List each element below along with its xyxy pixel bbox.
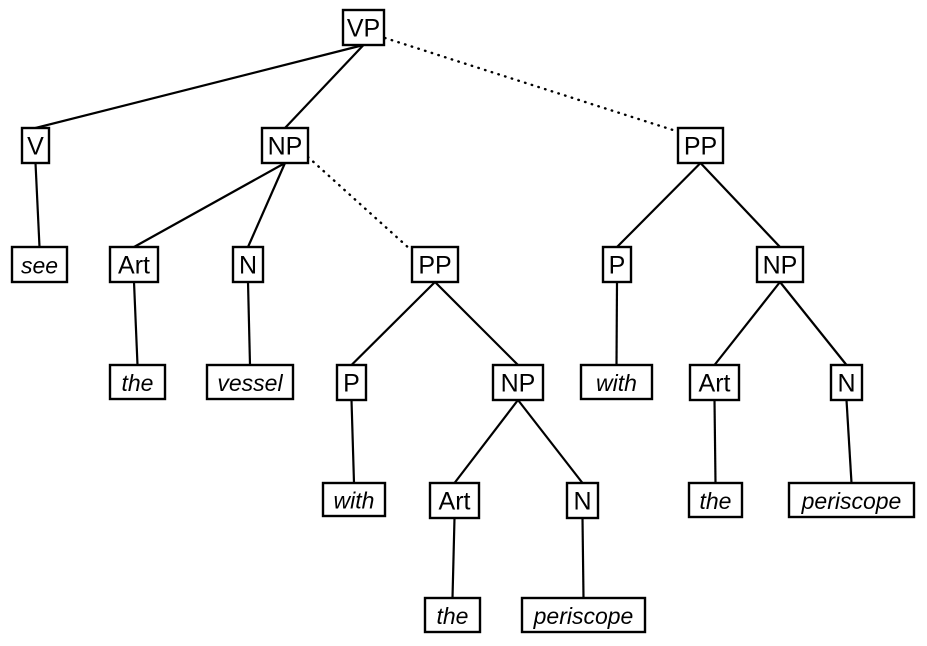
- node-box-the_r: [687, 481, 744, 519]
- category-node-n_m[interactable]: N: [565, 481, 600, 520]
- tree-edge-n_r-to-periscope_r: [845, 399, 853, 484]
- leaf-node-with_m[interactable]: with: [321, 481, 387, 518]
- tree-edge-np1-to-n1: [246, 162, 287, 248]
- tree-edge-pp_mid-to-np_mid: [434, 281, 519, 366]
- node-label-np_mid: NP: [501, 370, 536, 398]
- node-box-see: [10, 245, 69, 284]
- node-label-see: see: [21, 253, 58, 279]
- category-node-np_right[interactable]: NP: [755, 245, 805, 284]
- node-box-vessel: [205, 363, 295, 401]
- tree-edge-np_mid-to-art_m: [453, 399, 519, 484]
- node-label-n1: N: [239, 252, 257, 280]
- node-box-with_m: [321, 481, 387, 518]
- node-label-periscope_m: periscope: [533, 603, 634, 629]
- tree-edge-pp_mid-to-p_mid: [350, 281, 436, 366]
- tree-edge-art_m-to-the_m: [451, 517, 456, 599]
- tree-edge-n_m-to-periscope_m: [581, 517, 585, 599]
- node-label-np1: NP: [268, 133, 303, 161]
- category-node-art_m[interactable]: Art: [428, 481, 481, 520]
- node-box-n1: [231, 245, 265, 284]
- node-label-with_m: with: [334, 488, 375, 514]
- node-box-v: [20, 126, 51, 165]
- node-label-np_right: NP: [763, 252, 798, 280]
- node-box-n_m: [565, 481, 600, 520]
- node-label-vessel: vessel: [217, 370, 283, 396]
- edges-layer: [34, 36, 853, 599]
- category-node-pp_mid[interactable]: PP: [410, 245, 460, 284]
- tree-edge-np_right-to-n_r: [779, 281, 848, 366]
- node-label-p_mid: P: [343, 370, 360, 398]
- node-box-n_r: [829, 363, 864, 402]
- tree-edge-pp_right-to-np_right: [699, 162, 781, 248]
- node-label-the_m: the: [437, 603, 469, 629]
- tree-edge-np_right-to-art_r: [713, 281, 781, 366]
- node-label-art_r: Art: [699, 370, 731, 398]
- node-label-with_r: with: [596, 370, 637, 396]
- tree-edge-v-to-see: [34, 162, 41, 248]
- tree-edge-p_mid-to-with_m: [350, 399, 356, 484]
- node-label-v: V: [27, 133, 44, 161]
- tree-edge-p_right-to-with_r: [615, 281, 619, 366]
- node-box-vp: [341, 8, 386, 47]
- leaf-node-periscope_m[interactable]: periscope: [520, 596, 647, 634]
- node-box-np1: [260, 126, 310, 165]
- node-box-with_r: [579, 363, 654, 401]
- leaf-node-the1[interactable]: the: [108, 363, 167, 401]
- node-box-art_r: [688, 363, 741, 402]
- category-node-np_mid[interactable]: NP: [491, 363, 545, 402]
- category-node-p_mid[interactable]: P: [335, 363, 368, 402]
- node-box-pp_mid: [410, 245, 460, 284]
- category-node-np1[interactable]: NP: [260, 126, 310, 165]
- node-box-p_mid: [335, 363, 368, 402]
- node-box-art1: [108, 245, 160, 284]
- tree-edge-n1-to-vessel: [246, 281, 252, 366]
- tree-edge-vp-to-pp_right: [383, 36, 678, 133]
- node-label-the1: the: [122, 370, 154, 396]
- node-box-np_mid: [491, 363, 545, 402]
- leaf-node-see[interactable]: see: [10, 245, 69, 284]
- leaf-node-vessel[interactable]: vessel: [205, 363, 295, 401]
- category-node-n1[interactable]: N: [231, 245, 265, 284]
- node-label-vp: VP: [347, 15, 380, 43]
- node-box-art_m: [428, 481, 481, 520]
- node-label-periscope_r: periscope: [801, 488, 902, 514]
- node-box-periscope_m: [520, 596, 647, 634]
- node-box-the_m: [423, 596, 482, 634]
- node-label-art_m: Art: [439, 488, 471, 516]
- node-box-the1: [108, 363, 167, 401]
- tree-edge-np_mid-to-n_m: [517, 399, 584, 484]
- tree-edge-vp-to-v: [35, 43, 364, 130]
- node-box-np_right: [755, 245, 805, 284]
- tree-edge-vp-to-np1: [284, 44, 365, 129]
- node-label-n_m: N: [573, 488, 591, 516]
- tree-edge-art1-to-the1: [132, 281, 139, 366]
- tree-edge-art_r-to-the_r: [713, 399, 717, 484]
- tree-edge-np1-to-pp_mid: [306, 155, 413, 252]
- leaf-node-the_r[interactable]: the: [687, 481, 744, 519]
- category-node-p_right[interactable]: P: [601, 245, 633, 284]
- tree-edge-np1-to-art1: [133, 162, 286, 248]
- leaf-node-with_r[interactable]: with: [579, 363, 654, 401]
- tree-edge-pp_right-to-p_right: [616, 162, 702, 248]
- node-label-the_r: the: [700, 488, 732, 514]
- category-node-art_r[interactable]: Art: [688, 363, 741, 402]
- category-node-vp[interactable]: VP: [341, 8, 386, 47]
- category-node-v[interactable]: V: [20, 126, 51, 165]
- category-node-n_r[interactable]: N: [829, 363, 864, 402]
- category-node-pp_right[interactable]: PP: [676, 126, 725, 165]
- node-label-pp_mid: PP: [418, 252, 451, 280]
- leaf-node-the_m[interactable]: the: [423, 596, 482, 634]
- category-node-art1[interactable]: Art: [108, 245, 160, 284]
- node-box-p_right: [601, 245, 633, 284]
- node-label-n_r: N: [837, 370, 855, 398]
- node-box-periscope_r: [787, 481, 916, 519]
- leaf-node-periscope_r[interactable]: periscope: [787, 481, 916, 519]
- node-label-p_right: P: [609, 252, 626, 280]
- node-box-pp_right: [676, 126, 725, 165]
- node-label-art1: Art: [118, 252, 150, 280]
- node-label-pp_right: PP: [684, 133, 717, 161]
